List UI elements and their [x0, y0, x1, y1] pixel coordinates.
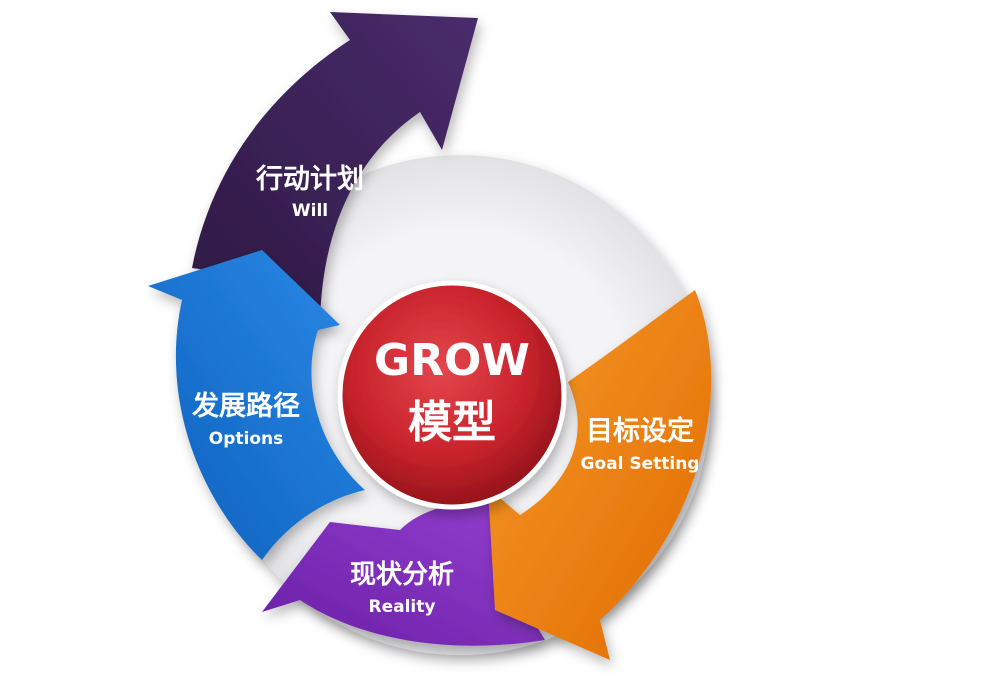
reality-label-en: Reality: [369, 597, 436, 617]
goal-label-en: Goal Setting: [581, 454, 700, 474]
will-label-cn: 行动计划: [255, 163, 364, 195]
goal-arrow: [488, 290, 712, 660]
goal-label-cn: 目标设定: [586, 415, 694, 447]
center-subtitle: 模型: [408, 397, 496, 448]
center-circle: [337, 280, 567, 510]
reality-label-cn: 现状分析: [350, 560, 454, 590]
will-arrow: [192, 12, 478, 330]
options-label-en: Options: [209, 429, 283, 449]
will-label-en: Will: [292, 201, 328, 221]
options-label-cn: 发展路径: [191, 390, 300, 422]
reality-arrow: [262, 500, 545, 646]
center-title: GROW: [374, 335, 530, 386]
options-arrow: [148, 250, 365, 560]
